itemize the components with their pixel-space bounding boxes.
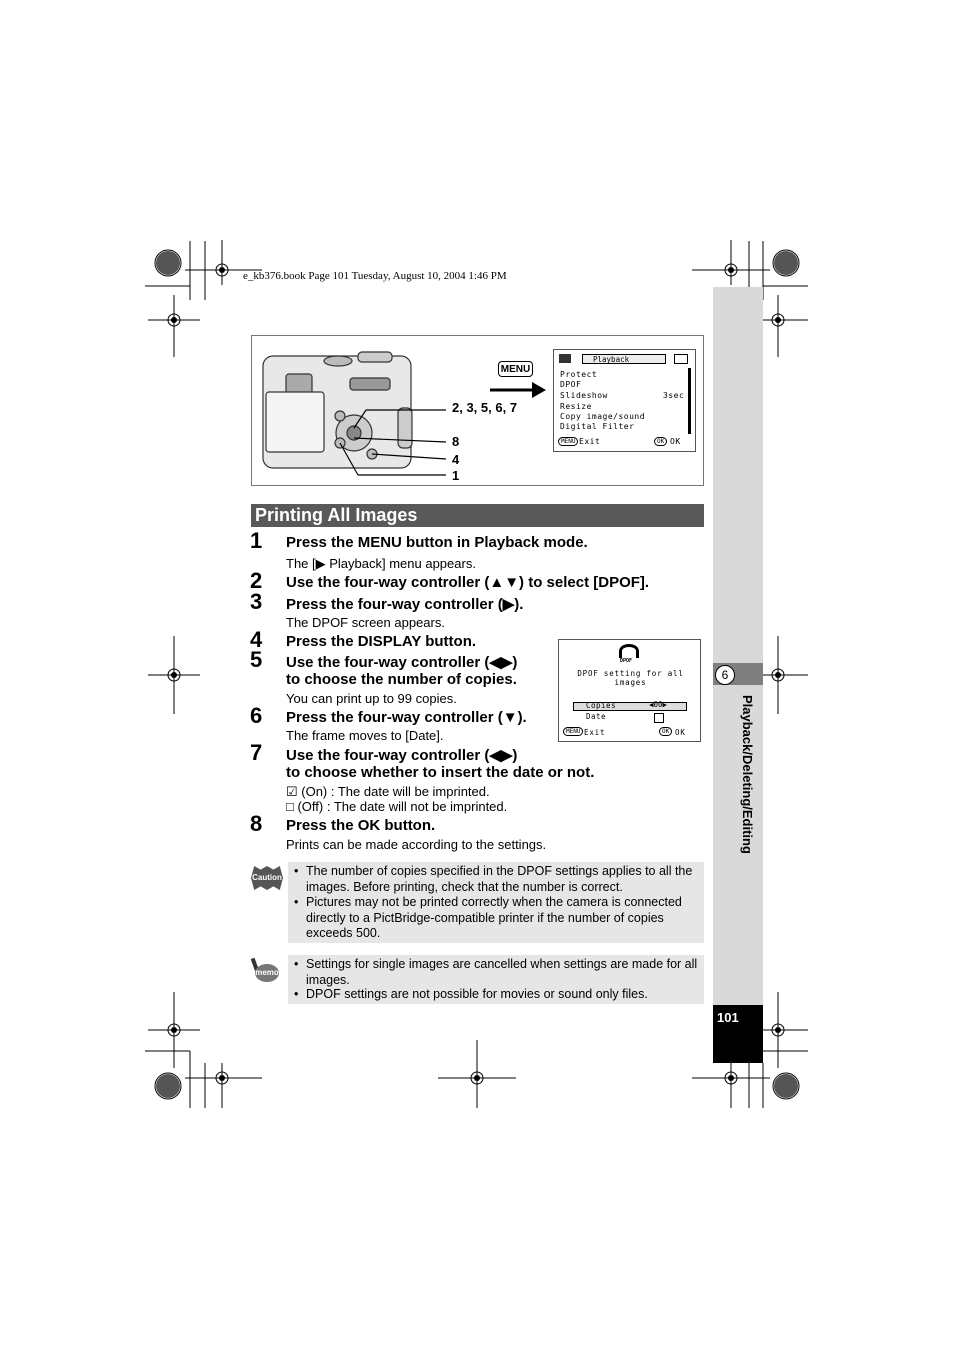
playback-tab: Playback [582,354,666,364]
step-note: ☑ (On) : The date will be imprinted. [286,784,490,799]
menu-button-icon: MENU [498,361,533,377]
playback-menu-screen: Playback Protect DPOF Slideshow 3sec Res… [553,349,696,452]
copies-label: Copies [586,701,617,710]
section-title-bar [251,504,704,527]
date-checkbox [654,713,664,723]
step-number: 8 [250,811,263,836]
chapter-number: 6 [715,665,735,685]
camera-figure-box [251,335,704,486]
step-text: Press the OK button. [286,817,436,834]
step-note: □ (Off) : The date will not be imprinted… [286,799,508,814]
step-text: Use the four-way controller (▲▼) to sele… [286,574,650,591]
exit-label: Exit [579,437,601,446]
copies-value: ◀00▶ [649,700,668,709]
menu-key-icon: MENU [558,437,579,446]
caution-item: The number of copies specified in the DP… [306,864,693,894]
step-note: Prints can be made according to the sett… [286,837,547,852]
step-number: 4 [250,627,263,652]
copies-row [573,702,687,711]
caution-box: • The number of copies specified in the … [288,862,704,943]
memo-box: • Settings for single images are cancell… [288,955,704,1004]
step-note: The DPOF screen appears. [286,615,445,630]
step-text: Press the DISPLAY button. [286,633,477,650]
step-note: You can print up to 99 copies. [286,691,457,706]
step-text: Press the four-way controller (▼). [286,709,527,726]
step-number: 5 [250,647,263,672]
menu-item-slideshow: Slideshow [560,391,608,400]
step-text: Use the four-way controller (◀▶) [286,747,518,764]
step-text: Press the four-way controller (▶). [286,596,524,613]
dpof-logo-icon [619,644,639,658]
dpof-title: DPOF setting for all images [569,669,692,691]
arrow-right-icon [490,382,546,398]
caution-icon: Caution [251,866,283,890]
print-header: e_kb376.book Page 101 Tuesday, August 10… [243,270,507,282]
step-number: 6 [250,703,263,728]
setup-tab-icon [674,354,688,364]
menu-item-resize: Resize [560,402,592,411]
menu-item-digital-filter: Digital Filter [560,422,635,431]
ok-label: OK [670,437,681,446]
step-text-continued: to choose the number of copies. [286,671,517,688]
callout-label-1: 2, 3, 5, 6, 7 [452,400,518,415]
slideshow-value: 3sec [663,391,685,400]
step-number: 3 [250,589,263,614]
menu-item-copy: Copy image/sound [560,412,646,421]
dpof-title-line2: images [614,678,647,687]
exit-label: Exit [584,728,606,737]
memo-icon: memo [250,957,279,982]
step-text: Press the MENU button in Playback mode. [286,534,588,551]
callout-label-2: 8 [452,434,460,449]
callout-label-4: 1 [452,468,460,483]
step-text-continued: to choose whether to insert the date or … [286,764,595,781]
dpof-screen: DPOF DPOF setting for all images Copies … [558,639,701,742]
camera-illustration [262,351,447,476]
page-number-block [713,1005,763,1063]
memo-item: Settings for single images are cancelled… [306,957,698,987]
menu-item-protect: Protect [560,370,598,379]
scrollbar [688,368,691,434]
ok-key-icon: OK [654,437,668,446]
caution-item: Pictures may not be printed correctly wh… [306,895,682,940]
date-label: Date [586,712,607,721]
menu-key-icon: MENU [563,727,584,736]
step-number: 7 [250,740,263,765]
callout-label-3: 4 [452,452,460,467]
step-number: 1 [250,528,263,553]
sidebar-band [713,287,763,1005]
section-title: Printing All Images [255,505,418,525]
step-note: The [▶ Playback] menu appears. [286,556,476,571]
chapter-title: Playback/Deleting/Editing [740,695,755,854]
dpof-title-line1: DPOF setting for all [577,669,684,678]
step-number: 2 [250,568,263,593]
page-number: 101 [717,1010,739,1025]
step-text: Use the four-way controller (◀▶) [286,654,518,671]
memo-icon-label: memo [255,964,279,982]
camera-tab-icon [559,354,571,363]
menu-item-dpof: DPOF [560,380,582,389]
step-note: The frame moves to [Date]. [286,728,444,743]
ok-label: OK [675,728,686,737]
dpof-logo-text: DPOF [620,658,633,664]
ok-key-icon: OK [659,727,673,736]
memo-item: DPOF settings are not possible for movie… [306,987,648,1001]
